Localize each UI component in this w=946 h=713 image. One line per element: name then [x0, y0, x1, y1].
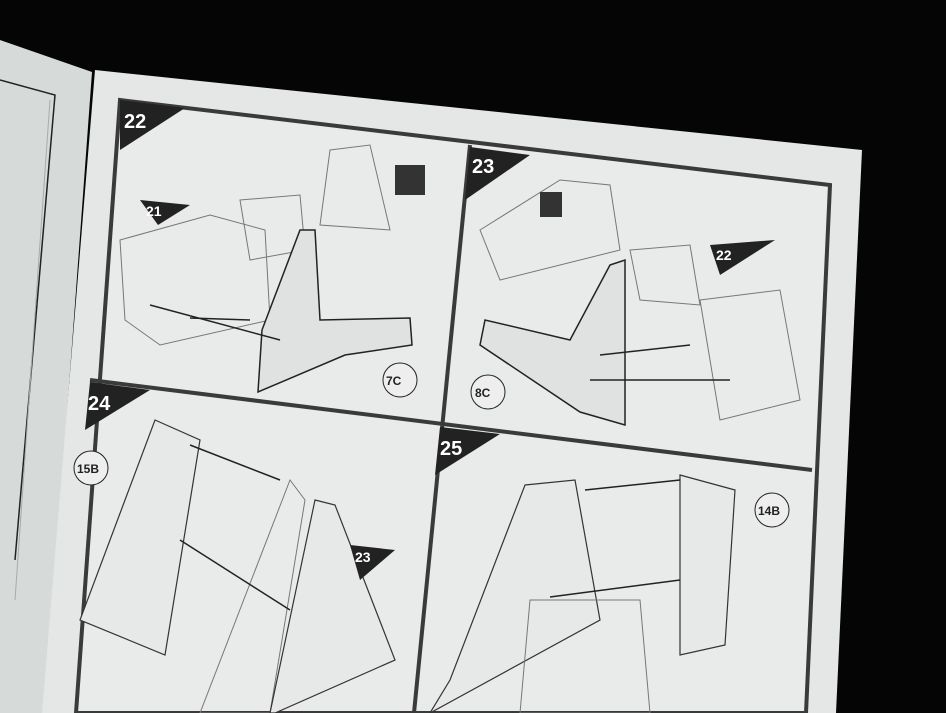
- step-23-drawing: 8C: [470, 179, 801, 426]
- left-page: [0, 40, 92, 713]
- step-25-drawing: 14B: [429, 474, 790, 713]
- part-label-15b: 15B: [77, 462, 99, 476]
- step-22-badge: [120, 100, 185, 150]
- step-24-badge: [85, 382, 150, 430]
- step-23-badge: [465, 147, 530, 200]
- step-25-number: 25: [440, 438, 462, 460]
- instruction-frame: [73, 97, 833, 713]
- step-25-badge: [435, 427, 500, 475]
- ref-23-badge: [350, 545, 395, 580]
- step-23-number: 23: [472, 156, 494, 178]
- step-24-number: 24: [88, 393, 111, 415]
- ref-23-label: 23: [355, 549, 371, 565]
- ref-21-label: 21: [146, 203, 162, 219]
- step-22-number: 22: [124, 111, 146, 133]
- ref-22-badge: [710, 240, 775, 275]
- ref-22-label: 22: [716, 247, 732, 263]
- ref-21-badge: [140, 200, 190, 225]
- step-22-drawing: 7C: [119, 144, 425, 398]
- horizontal-divider: [89, 378, 813, 472]
- page-gutter: [14, 99, 51, 601]
- part-label-8c: 8C: [475, 386, 491, 400]
- part-label-7c: 7C: [386, 374, 402, 388]
- part-label-14b: 14B: [758, 504, 780, 518]
- step-24-drawing: 15B: [73, 419, 396, 713]
